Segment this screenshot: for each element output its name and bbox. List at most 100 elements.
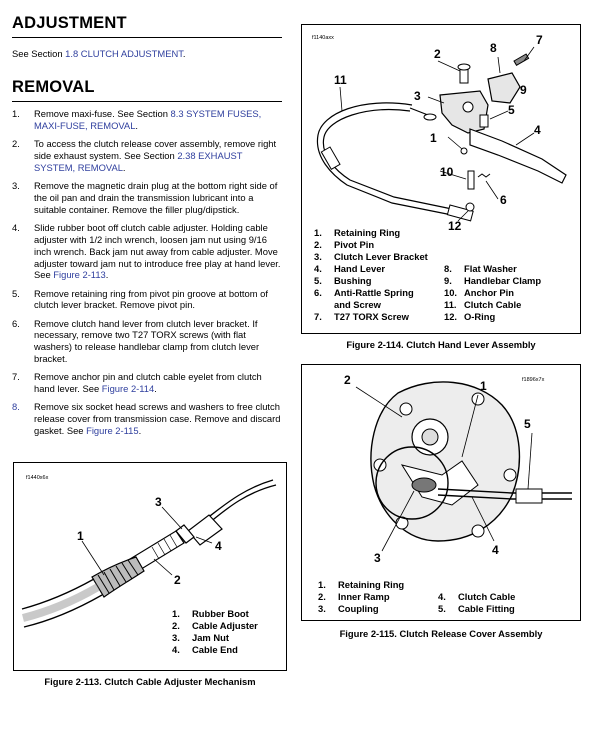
legend-number: 9. (444, 275, 452, 286)
hand-lever-illustration (316, 46, 567, 222)
callout-5: 5 (524, 417, 531, 431)
legend-text: Pivot Pin (334, 239, 375, 250)
legend-number: 2. (318, 591, 326, 602)
legend-row: 3.Jam Nut (172, 632, 258, 644)
callout-12: 12 (448, 219, 462, 233)
legend-text: Handlebar Clamp (464, 275, 542, 286)
release-cover-illustration (355, 381, 572, 552)
step-text: To access the clutch release cover assem… (34, 138, 277, 161)
legend-number: 5. (438, 603, 446, 614)
link-figure-2-113[interactable]: Figure 2-113 (53, 269, 106, 281)
legend-text: Cable Fitting (458, 603, 515, 614)
step-number: 5. (12, 287, 20, 299)
legend-number: 1. (314, 227, 322, 238)
legend-text: and Screw (334, 299, 381, 310)
figure-2-113-legend: 1.Rubber Boot 2.Cable Adjuster 3.Jam Nut… (172, 608, 258, 656)
link-figure-2-115[interactable]: Figure 2-115 (86, 425, 139, 437)
step-item: 2. To access the clutch release cover ass… (12, 138, 284, 174)
heading-divider (12, 37, 282, 38)
figure-2-113-frame: f1440x6x 1 2 3 4 1.Rubbe (13, 462, 287, 671)
adjustment-text-suffix: . (182, 48, 186, 59)
legend-text: Retaining Ring (338, 579, 405, 590)
legend-row: 6.Anti-Rattle Spring (314, 287, 428, 299)
cable-adjuster-illustration (21, 479, 277, 628)
figure-2-114-legend-left: 1. Retaining Ring 2. Pivot Pin 3. Clutch Le… (314, 227, 428, 323)
legend-text: Hand Lever (334, 263, 386, 274)
callout-7: 7 (536, 33, 543, 47)
callout-2: 2 (174, 573, 181, 587)
legend-number: 5. (314, 275, 322, 286)
figure-2-115-frame: f1896x7x 1 2 3 4 5 1.Retaining (301, 364, 581, 621)
step-text-end: . (122, 161, 126, 173)
callout-3: 3 (414, 89, 421, 103)
step-item: 8. Remove six socket head screws and wash… (12, 401, 284, 437)
legend-row: 2. Pivot Pin (314, 239, 428, 251)
figure-2-115-legend-right: 4.Clutch Cable 5. Cable Fitting (438, 591, 515, 615)
legend-number: 3. (314, 251, 322, 262)
step-text: Slide rubber boot off clutch cable adjus… (34, 221, 281, 281)
legend-text: Retaining Ring (334, 227, 401, 238)
legend-row: 4.Cable End (172, 644, 258, 656)
link-figure-2-114[interactable]: Figure 2-114 (101, 383, 155, 395)
callout-5: 5 (508, 103, 515, 117)
step-text: Remove retaining ring from pivot pin gro… (34, 287, 268, 311)
legend-row: 4.Clutch Cable (438, 591, 515, 603)
step-number: 6. (12, 317, 20, 329)
legend-text: Clutch Lever Bracket (334, 251, 428, 262)
legend-row: 3.Coupling (318, 603, 404, 615)
callout-4: 4 (534, 123, 541, 137)
legend-number: 3. (318, 603, 326, 614)
step-number: 8. (12, 401, 20, 413)
removal-heading: REMOVAL (12, 78, 95, 96)
legend-row: 8.Flat Washer (444, 263, 541, 275)
step-text-end: . (105, 269, 109, 281)
callout-2: 2 (344, 373, 351, 387)
adjustment-text: See Section 1.8 CLUTCH ADJUSTMENT. (12, 48, 284, 60)
callout-11: 11 (334, 73, 347, 87)
removal-steps: 1. Remove maxi-fuse. See Section 8.3 SYST… (12, 108, 284, 443)
step-number: 3. (12, 179, 20, 191)
legend-number: 11. (444, 299, 457, 310)
figure-2-115-legend-left: 1. Retaining Ring 2. Inner Ramp 3.Coupling (318, 579, 404, 615)
step-text-end: . (154, 383, 157, 395)
legend-text: Anchor Pin (464, 287, 515, 298)
step-text: Remove clutch hand lever from clutch lev… (34, 317, 260, 365)
legend-text: O-Ring (464, 311, 496, 322)
legend-row: 9. Handlebar Clamp (444, 275, 541, 287)
step-number: 1. (12, 108, 20, 119)
legend-text: Cable End (192, 644, 238, 655)
step-item: 5. Remove retaining ring from pivot pin g… (12, 288, 284, 312)
step-item: 7.Remove anchor pin and clutch cable eye… (12, 371, 284, 395)
legend-number: 10. (444, 287, 458, 298)
legend-text: Inner Ramp (338, 591, 390, 602)
figure-id: f1896x7x (522, 377, 545, 383)
legend-text: Rubber Boot (192, 608, 249, 619)
callout-1: 1 (77, 529, 84, 543)
legend-number: 2. (172, 620, 180, 631)
legend-number: 1. (318, 579, 326, 590)
legend-text: Jam Nut (192, 632, 229, 643)
link-exhaust-system[interactable]: 2.38 EXHAUST SYSTEM, REMOVAL (34, 149, 243, 173)
link-system-fuses[interactable]: 8.3 SYSTEM FUSES, MAXI-FUSE, REMOVAL (34, 108, 262, 131)
legend-number: 12. (444, 311, 458, 322)
legend-text: Clutch Cable (464, 299, 522, 310)
legend-number: 4. (438, 591, 446, 602)
step-text: Remove six socket head screws and washer… (34, 401, 281, 437)
legend-number: 6. (314, 287, 322, 298)
step-item: 4. Slide rubber boot off clutch cable adj… (12, 222, 284, 282)
link-clutch-adjustment[interactable]: 1.8 CLUTCH ADJUSTMENT (65, 48, 183, 59)
step-number: 2. (12, 138, 20, 149)
legend-row: and Screw (314, 299, 428, 311)
heading-divider (12, 101, 282, 102)
legend-row: 7.T27 TORX Screw (314, 311, 428, 323)
legend-row: 12. O-Ring (444, 311, 541, 323)
step-text-end: . (138, 425, 142, 437)
legend-row: 10. Anchor Pin (444, 287, 541, 299)
callout-1: 1 (480, 379, 487, 393)
legend-number: 2. (314, 239, 322, 250)
step-number: 4. (12, 221, 20, 233)
callout-3: 3 (374, 551, 381, 565)
step-text: Remove the magnetic drain plug at the bo… (34, 179, 278, 215)
step-text: Remove maxi-fuse. See Section (34, 108, 171, 119)
callout-8: 8 (490, 41, 497, 55)
